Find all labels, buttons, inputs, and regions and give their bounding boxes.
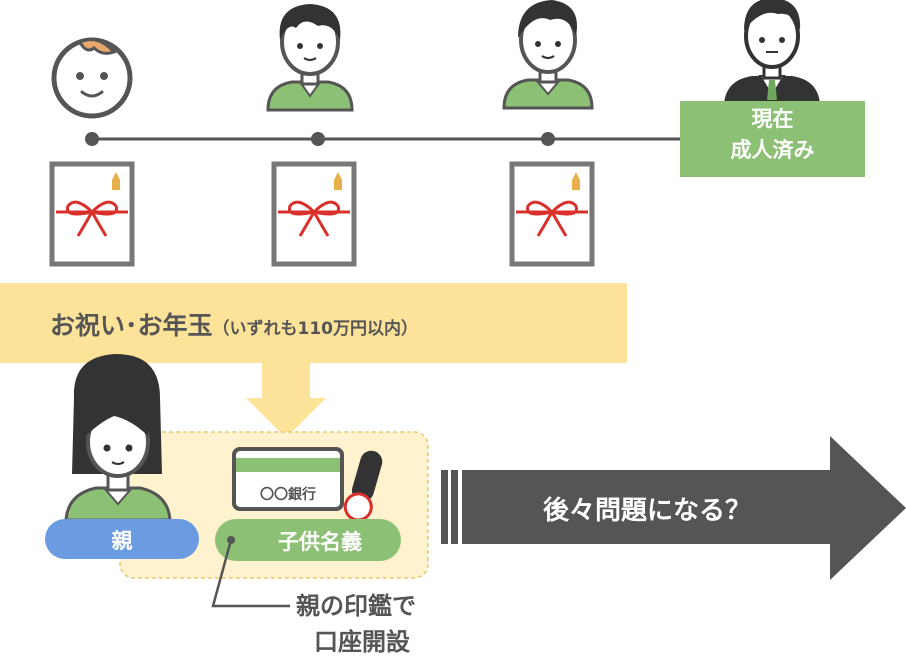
teen-icon xyxy=(502,0,594,110)
account-label-pill xyxy=(215,519,401,561)
parent-label: 親 xyxy=(111,529,133,553)
gift-envelope-icon xyxy=(509,161,595,267)
gift-banner-bg xyxy=(0,283,627,363)
gift-envelope-icon xyxy=(271,161,357,267)
connector-line xyxy=(211,539,290,608)
result-arrow xyxy=(441,436,906,580)
down-arrow xyxy=(246,363,326,438)
parent-woman-icon xyxy=(64,354,172,522)
timeline xyxy=(85,132,680,146)
status-box xyxy=(680,101,865,177)
baby-icon xyxy=(51,37,133,119)
parent-label-pill xyxy=(45,519,199,559)
account-note: 親の印鑑で 口座開設 xyxy=(296,588,416,660)
status-label-line-1: 現在 xyxy=(751,107,794,131)
account-note-line-1: 親の印鑑で xyxy=(296,592,416,620)
timeline-dot-child xyxy=(311,132,325,146)
gift-banner-text: お祝い･お年玉（いずれも110万円以内） xyxy=(50,306,418,342)
timeline-dot-teen xyxy=(541,132,555,146)
adult-icon xyxy=(724,0,820,104)
account-label: 子供名義 xyxy=(278,530,362,554)
status-label: 現在 成人済み xyxy=(680,104,865,166)
result-label: 後々問題になる？ xyxy=(542,496,751,526)
bank-card-icon xyxy=(232,447,344,511)
gift-banner-sub: （いずれも110万円以内） xyxy=(212,319,419,339)
gift-banner-main: お祝い･お年玉 xyxy=(50,311,213,340)
timeline-dot-baby xyxy=(85,132,99,146)
status-label-line-2: 成人済み xyxy=(730,138,815,162)
gift-envelope-icon xyxy=(49,161,135,267)
bank-name: 〇〇銀行 xyxy=(260,487,316,503)
child-icon xyxy=(266,4,354,112)
account-note-line-2: 口座開設 xyxy=(314,628,410,656)
